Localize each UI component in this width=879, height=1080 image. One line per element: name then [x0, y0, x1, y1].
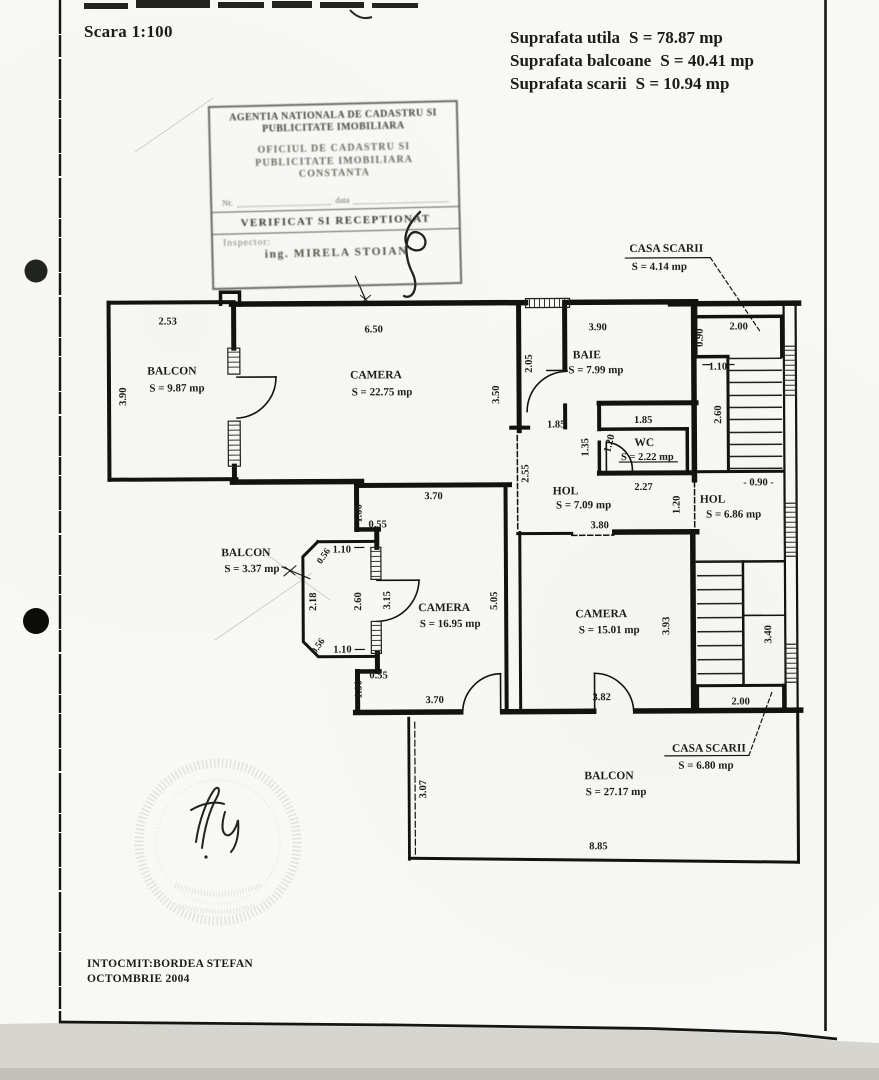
plan-label: 3.15	[382, 591, 393, 609]
walls	[106, 256, 804, 864]
area-value: S = 78.87 mp	[629, 28, 723, 47]
plan-label: 1.10	[333, 545, 351, 556]
plan-label: BALCON	[221, 547, 271, 559]
plan-label: CAMERA	[350, 369, 403, 381]
plan-label: 0.56	[310, 637, 328, 657]
plan-label: HOL	[553, 485, 579, 497]
stamp-verified-text: VERIFICAT SI RECEPTIONAT	[240, 212, 431, 229]
plan-label: 1.00	[354, 504, 365, 522]
plan-label: 1.10	[333, 645, 351, 656]
plan-label: 5.05	[489, 592, 500, 610]
plan-label: S = 27.17 mp	[586, 786, 647, 798]
handwritten-signature	[190, 210, 427, 859]
plan-label: 3.70	[425, 695, 443, 706]
plan-label: S = 9.87 mp	[149, 382, 204, 394]
stamp-dotted-line	[236, 195, 332, 207]
plan-label: CAMERA	[418, 602, 471, 614]
plan-label: 3.40	[763, 625, 774, 643]
plan-label: 1.00	[354, 680, 365, 698]
punch-hole	[23, 608, 49, 634]
plan-label: 2.27	[634, 482, 652, 493]
plan-label: S = 7.09 mp	[556, 499, 611, 511]
area-label: Suprafata scarii	[510, 74, 627, 93]
area-label: Suprafata utila	[510, 28, 621, 47]
approval-stamp: AGENTIA NATIONALA DE CADASTRU SI PUBLICI…	[207, 99, 463, 291]
scanner-bed-shadow	[0, 1068, 879, 1080]
plan-label: CAMERA	[575, 608, 628, 620]
stamp-dotted-line	[353, 192, 449, 205]
plan-label: 3.80	[591, 520, 609, 531]
plan-label: WC	[634, 437, 654, 449]
scanner-bed-area	[0, 1023, 879, 1080]
plan-label: 3.90	[588, 322, 606, 333]
plan-label: 0.55	[369, 670, 387, 681]
stamp-date-label: data	[335, 194, 350, 205]
stamp-nr-label: Nr.	[222, 197, 233, 208]
plan-label: 2.53	[158, 316, 176, 327]
plan-label: 3.82	[592, 692, 610, 703]
plan-label: 2.55	[520, 464, 531, 482]
plan-label: 2.05	[524, 354, 535, 372]
footer-date: OCTOMBRIE 2004	[87, 973, 190, 985]
plan-label: HOL	[700, 494, 726, 506]
plan-label: 1.20	[672, 496, 683, 514]
plan-label: 3.93	[661, 617, 672, 635]
plan-label: 2.18	[308, 592, 319, 610]
plan-label: S = 6.80 mp	[678, 760, 733, 772]
plan-label: 3.70	[424, 491, 442, 502]
plan-label: BALCON	[584, 770, 634, 782]
plan-label: 2.60	[713, 405, 724, 423]
plan-label: S = 6.86 mp	[706, 508, 761, 520]
plan-label: BALCON	[147, 365, 197, 377]
plan-label: 0.55	[368, 519, 386, 530]
plan-label: 1.85	[547, 419, 565, 430]
punch-hole	[24, 259, 48, 283]
plan-label: 1.10	[709, 362, 727, 373]
stair-treads	[696, 357, 783, 675]
plan-label: 1.85	[634, 415, 652, 426]
scale-label: Scara 1:100	[84, 22, 173, 41]
window-hatches	[227, 297, 799, 683]
plan-label: 0.90	[695, 328, 706, 346]
plan-label: - 0.90 -	[743, 477, 774, 488]
area-label: Suprafata balcoane	[510, 51, 652, 70]
plan-label: 3.90	[118, 387, 129, 405]
area-row: Suprafata balcoane S = 40.41 mp	[510, 49, 754, 72]
plan-label: 2.00	[729, 321, 747, 332]
plan-label: 1.35	[580, 438, 591, 456]
plan-label: 0.56	[315, 547, 333, 567]
plan-label: 3.07	[418, 780, 429, 798]
plan-label: 6.50	[364, 324, 382, 335]
plan-label: S = 16.95 mp	[420, 618, 481, 630]
plan-label: 2.60	[353, 592, 364, 610]
footer-author: INTOCMIT:BORDEA STEFAN	[87, 958, 254, 970]
plan-label: CASA SCARII	[629, 243, 703, 255]
plan-label: 1.20	[602, 433, 617, 454]
area-row: Suprafata scarii S = 10.94 mp	[510, 72, 754, 95]
plan-label: 2.00	[731, 696, 749, 707]
stamp-number-row: Nr. data	[222, 192, 449, 208]
plan-label: S = 7.99 mp	[568, 364, 623, 376]
plan-label: 3.50	[491, 386, 502, 404]
areas-summary: Suprafata utila S = 78.87 mp Suprafata ba…	[510, 26, 754, 95]
cutoff-text-fragment	[84, 0, 418, 20]
area-value: S = 40.41 mp	[660, 51, 754, 70]
plan-label: S = 22.75 mp	[352, 386, 413, 398]
plan-label: S = 15.01 mp	[579, 624, 640, 636]
footer-credit: INTOCMIT:BORDEA STEFAN OCTOMBRIE 2004	[87, 957, 253, 987]
plan-label: S = 3.37 mp	[224, 563, 279, 575]
round-stamp	[134, 758, 302, 926]
area-value: S = 10.94 mp	[635, 74, 730, 93]
plan-label: S = 2.22 mp	[621, 452, 674, 463]
plan-label: CASA SCARII	[672, 742, 746, 754]
area-row: Suprafata utila S = 78.87 mp	[510, 26, 754, 49]
plan-label: S = 4.14 mp	[632, 261, 687, 273]
plan-label: 8.85	[589, 841, 607, 852]
plan-label: BAIE	[573, 349, 602, 361]
